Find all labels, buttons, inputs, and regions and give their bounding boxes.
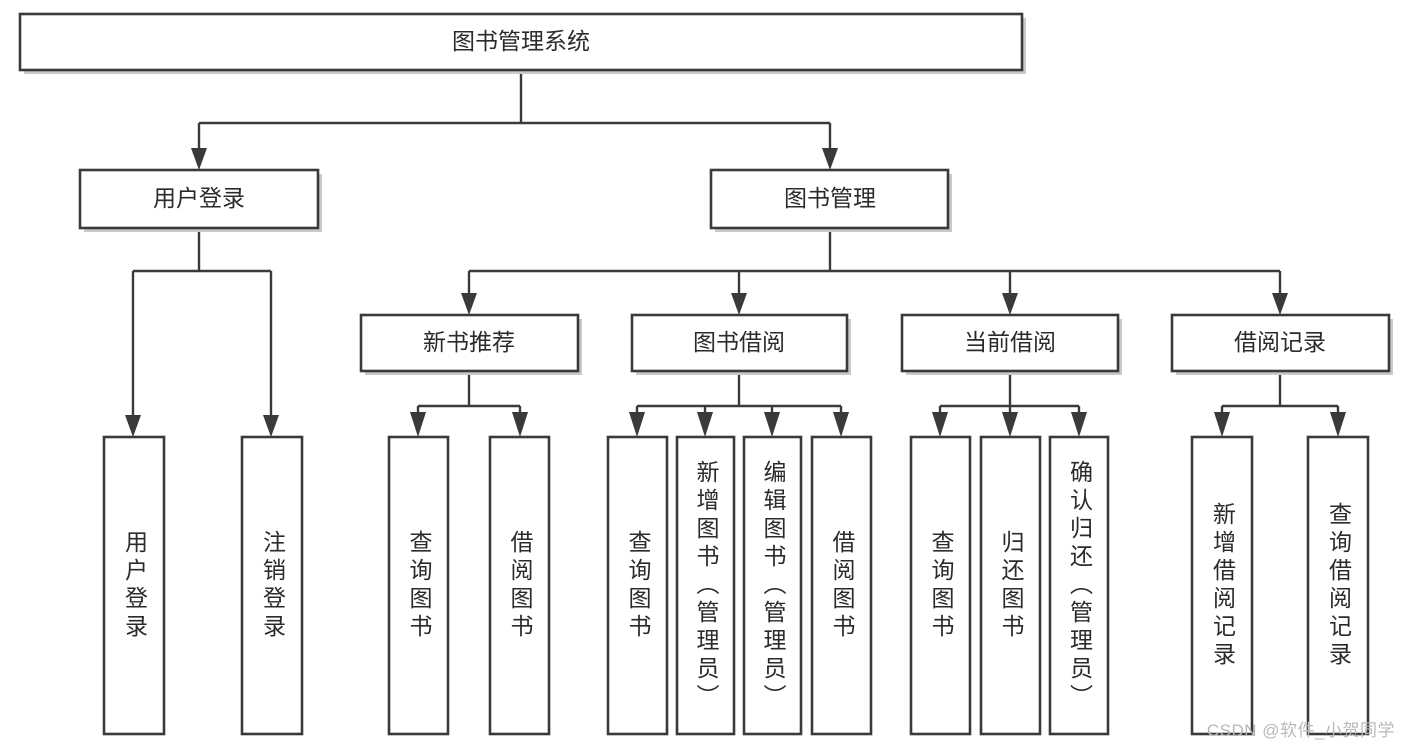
node-borrow-record-box <box>1170 313 1391 373</box>
arrowhead-leaf-user-login <box>125 415 141 437</box>
node-book-borrow-box <box>630 313 849 373</box>
arrowhead-leaf-logout <box>263 415 279 437</box>
leaf-box-logout[interactable] <box>240 435 304 736</box>
arrowhead-current <box>1002 293 1018 315</box>
arrowhead-newbook-leaf1 <box>410 412 426 437</box>
arrowhead-newbook <box>461 293 477 315</box>
leaf-box-layer <box>102 435 1370 736</box>
edge-layer <box>125 70 1346 437</box>
node-book-borrow-label: 图书借阅 <box>693 329 785 355</box>
node-current-borrow-box <box>900 313 1120 373</box>
node-user-login-box <box>78 168 320 230</box>
node-new-book-recommend[interactable]: 新书推荐 <box>359 313 582 375</box>
arrowhead-record-leaf1 <box>1214 412 1230 437</box>
leaf-box-query-book-c[interactable] <box>909 435 972 736</box>
node-borrow-record-label: 借阅记录 <box>1234 329 1326 355</box>
arrowhead-record-leaf2 <box>1330 412 1346 437</box>
arrowhead-borrow-leaf1 <box>629 412 645 437</box>
arrowhead-current-leaf2 <box>1002 412 1018 437</box>
node-book-borrow[interactable]: 图书借阅 <box>630 313 851 375</box>
leaf-box-query-book-b[interactable] <box>606 435 669 736</box>
node-user-login-label: 用户登录 <box>153 185 245 211</box>
node-book-management-label: 图书管理 <box>784 185 876 211</box>
watermark-label: CSDN @软件_小贺同学 <box>1206 721 1395 740</box>
node-user-login[interactable]: 用户登录 <box>78 168 322 232</box>
leaf-box-confirm-return-admin[interactable] <box>1048 435 1110 736</box>
arrowhead-newbook-leaf2 <box>512 412 528 437</box>
arrowhead-current-leaf3 <box>1071 412 1087 437</box>
leaf-box-add-book-admin[interactable] <box>675 435 736 736</box>
node-root-label: 图书管理系统 <box>452 28 590 54</box>
leaf-box-query-book-a[interactable] <box>387 435 450 736</box>
leaf-box-add-borrow-record[interactable] <box>1190 435 1254 736</box>
arrowhead-borrow-leaf3 <box>764 412 780 437</box>
arrowhead-book-mgmt <box>822 148 838 170</box>
arrowhead-current-leaf1 <box>932 412 948 437</box>
arrowhead-borrow <box>731 293 747 315</box>
leaf-box-edit-book-admin[interactable] <box>742 435 803 736</box>
node-current-borrow[interactable]: 当前借阅 <box>900 313 1122 375</box>
arrowhead-borrow-leaf4 <box>833 412 849 437</box>
node-current-borrow-label: 当前借阅 <box>964 329 1056 355</box>
arrowhead-borrow-leaf2 <box>697 412 713 437</box>
node-root[interactable]: 图书管理系统 <box>18 12 1026 74</box>
leaf-box-return-book[interactable] <box>979 435 1042 736</box>
arrowhead-user-login <box>191 148 207 170</box>
leaf-box-borrow-book-b[interactable] <box>810 435 873 736</box>
node-book-management[interactable]: 图书管理 <box>709 168 952 232</box>
arrowhead-record <box>1272 293 1288 315</box>
node-book-management-box <box>709 168 950 230</box>
node-new-book-recommend-box <box>359 313 580 373</box>
node-new-book-recommend-label: 新书推荐 <box>423 329 515 355</box>
leaf-box-user-login[interactable] <box>102 435 166 736</box>
node-root-box <box>18 12 1024 72</box>
leaf-box-query-borrow-record[interactable] <box>1306 435 1370 736</box>
leaf-box-borrow-book-a[interactable] <box>488 435 551 736</box>
node-borrow-record[interactable]: 借阅记录 <box>1170 313 1393 375</box>
